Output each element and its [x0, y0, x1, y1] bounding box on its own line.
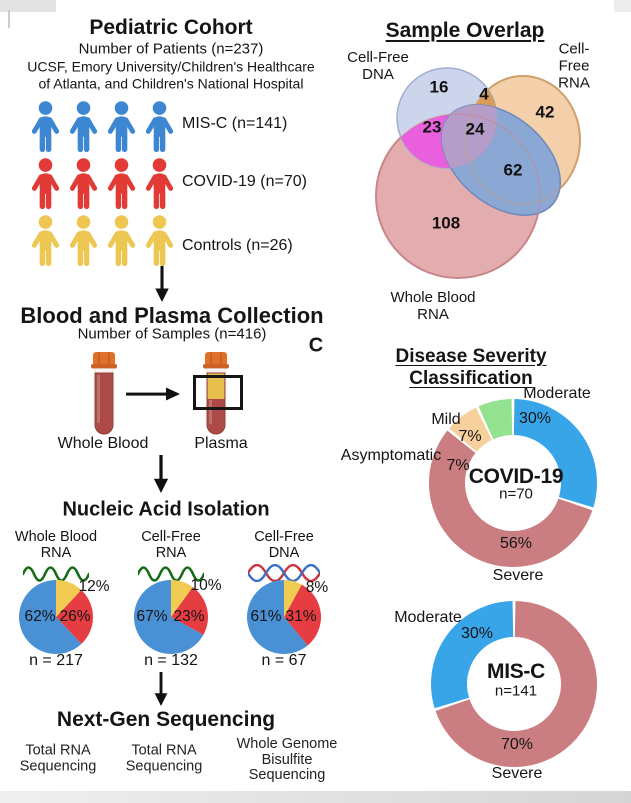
pie-slice-label: 62%	[24, 608, 56, 625]
pie-slice-label: 12%	[78, 578, 110, 595]
dna-helix-icon	[248, 564, 320, 582]
pie-heading-wbrna: Whole Blood RNA	[14, 529, 98, 561]
donut-pct-label: 70%	[500, 736, 534, 753]
venn-title: Sample Overlap	[385, 19, 545, 42]
whole-blood-label: Whole Blood	[57, 435, 149, 452]
collection-title: Blood and Plasma Collection	[20, 303, 324, 328]
severity-title: Disease Severity Classification	[395, 346, 547, 389]
cohort-title: Pediatric Cohort	[89, 16, 253, 39]
person-icon	[66, 100, 101, 155]
plasma-label: Plasma	[194, 435, 248, 452]
venn-label-cfdna: Cell-Free DNA	[347, 49, 409, 83]
donut-pct-label: 56%	[499, 535, 533, 552]
misc-donut-chart	[431, 601, 597, 767]
venn-count: 4	[479, 84, 489, 103]
pie-slice-label: 26%	[59, 608, 91, 625]
venn-count: 62	[504, 160, 523, 179]
venn-label-wbrna: Whole Blood RNA	[390, 289, 476, 323]
scan-artifact-bottom-strip	[0, 791, 631, 803]
scan-artifact-top-right	[614, 0, 631, 12]
venn-label-cfrna: Cell-Free RNA	[558, 40, 590, 92]
sequencing-method: Total RNA Sequencing	[19, 742, 97, 774]
donut-pct-label: 30%	[518, 410, 552, 427]
person-icon	[66, 214, 101, 269]
pie-slice-label: 10%	[190, 577, 222, 594]
donut-segment-label: Severe	[492, 567, 544, 584]
scan-artifact-left-line	[8, 10, 10, 28]
donut-segment-label: Moderate	[394, 609, 462, 626]
person-icon	[104, 214, 139, 269]
pie-slice-label: 31%	[285, 608, 317, 625]
donut-center-label: MIS-C	[487, 660, 545, 683]
donut-center-sub: n=141	[494, 682, 538, 700]
collection-subtitle: Number of Samples (n=416)	[77, 325, 267, 343]
person-icon	[28, 214, 63, 269]
pie-slice-label: 61%	[250, 608, 282, 625]
person-icon	[28, 100, 63, 155]
arrow-right-icon	[126, 387, 180, 401]
donut-segment-label: Mild	[431, 411, 461, 428]
group-label-misc: MIS-C (n=141)	[182, 115, 288, 132]
covid-donut-chart	[428, 399, 598, 567]
pie-slice-label: 67%	[136, 608, 168, 625]
person-icon	[104, 157, 139, 212]
person-icon	[142, 214, 177, 269]
person-icon	[66, 157, 101, 212]
pie-chart-cell-free-rna	[133, 580, 208, 654]
person-icon	[104, 100, 139, 155]
isolation-title: Nucleic Acid Isolation	[62, 498, 270, 521]
group-label-covid: COVID-19 (n=70)	[182, 173, 307, 190]
pie-n-label: n = 132	[144, 652, 198, 669]
person-icon	[28, 157, 63, 212]
venn-count: 16	[430, 77, 449, 96]
group-label-controls: Controls (n=26)	[182, 237, 293, 254]
plasma-tube-icon	[203, 352, 229, 435]
pie-chart-whole-blood-rna	[18, 580, 93, 654]
sequencing-title: Next-Gen Sequencing	[56, 708, 276, 731]
arrow-down-icon	[153, 455, 169, 493]
donut-segment-label: Asymptomatic	[340, 447, 442, 464]
pie-slice-label: 8%	[305, 579, 329, 596]
donut-pct-label: 30%	[460, 625, 494, 642]
pie-slice-label: 23%	[173, 608, 205, 625]
venn-count: 23	[423, 117, 442, 136]
donut-pct-label: 7%	[446, 457, 470, 474]
pie-n-label: n = 217	[29, 652, 83, 669]
donut-pct-label: 7%	[458, 428, 482, 445]
plasma-highlight-box	[193, 375, 243, 410]
cohort-subtitle: Number of Patients (n=237)	[78, 40, 264, 58]
donut-center-sub: n=70	[499, 485, 533, 503]
scan-artifact-corner	[0, 0, 56, 12]
panel-label-c: C	[308, 334, 324, 357]
person-icon	[142, 157, 177, 212]
donut-segment-label: Moderate	[523, 385, 591, 402]
pie-n-label: n = 67	[261, 652, 307, 669]
donut-center-label: COVID-19	[468, 465, 564, 488]
pie-heading-cfdna: Cell-Free DNA	[254, 529, 314, 561]
person-icon	[142, 100, 177, 155]
rna-squiggle-icon	[23, 566, 89, 582]
venn-count: 24	[466, 119, 485, 138]
pie-chart-cell-free-dna	[246, 580, 321, 654]
rna-squiggle-icon	[138, 566, 204, 582]
donut-segment-label: Severe	[491, 765, 543, 782]
arrow-down-icon	[155, 266, 169, 302]
venn-overlap-all-three	[441, 104, 497, 168]
whole-blood-tube-icon	[91, 352, 117, 435]
venn-count: 42	[536, 102, 555, 121]
pie-heading-cfrna: Cell-Free RNA	[141, 529, 201, 561]
arrow-down-icon	[154, 672, 168, 706]
venn-count: 108	[432, 213, 460, 232]
sequencing-method: Total RNA Sequencing	[125, 742, 203, 774]
sequencing-method: Whole Genome Bisulfite Sequencing	[236, 735, 338, 783]
cohort-sites: UCSF, Emory University/Children's Health…	[27, 58, 315, 92]
venn-diagram: 16 4 42 23 24 62 108	[375, 67, 581, 279]
